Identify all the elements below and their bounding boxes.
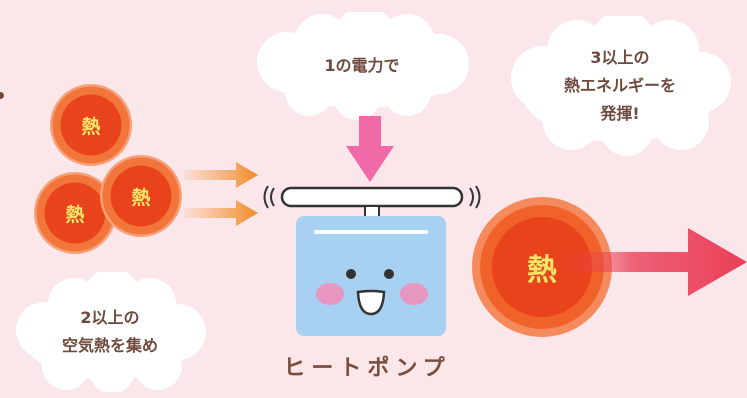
heat-ball-large-label: 熱 — [527, 253, 557, 288]
arrow-lower — [184, 200, 258, 226]
cloud-electricity: 1の電力で — [247, 12, 477, 120]
smiley-face-icon — [316, 269, 428, 316]
heat-ball-small-3: 熱 — [100, 155, 182, 237]
fan-blade-icon — [263, 185, 481, 221]
arrow-down-pink-icon — [346, 116, 394, 182]
heat-ball-small-1-label: 熱 — [81, 115, 101, 138]
heat-ball-small-2-label: 熱 — [65, 203, 85, 226]
cloud-air-heat: 2以上の 空気熱を集め — [10, 272, 210, 392]
heat-pump-top-stripe — [314, 230, 428, 234]
arrow-upper — [184, 162, 258, 188]
arrow-right-red-icon — [560, 228, 747, 296]
cloud-shape-icon — [511, 16, 731, 156]
decor-dot — [0, 92, 4, 99]
arrow-right-orange-icon — [184, 162, 258, 226]
cloud-shape-icon — [257, 12, 469, 120]
cloud-output-heat-text: 3以上の 熱エネルギーを 発揮! — [563, 48, 676, 123]
heat-ball-small-1: 熱 — [50, 84, 132, 166]
heat-pump-body — [296, 216, 446, 336]
cloud-air-heat-text: 2以上の 空気熱を集め — [61, 308, 158, 355]
heat-pump-label: ヒートポンプ — [283, 356, 451, 381]
cloud-output-heat: 3以上の 熱エネルギーを 発揮! — [505, 16, 735, 156]
heat-ball-small-3-label: 熱 — [131, 186, 151, 209]
cloud-electricity-text: 1の電力で — [324, 56, 400, 75]
cloud-shape-icon — [16, 272, 206, 392]
